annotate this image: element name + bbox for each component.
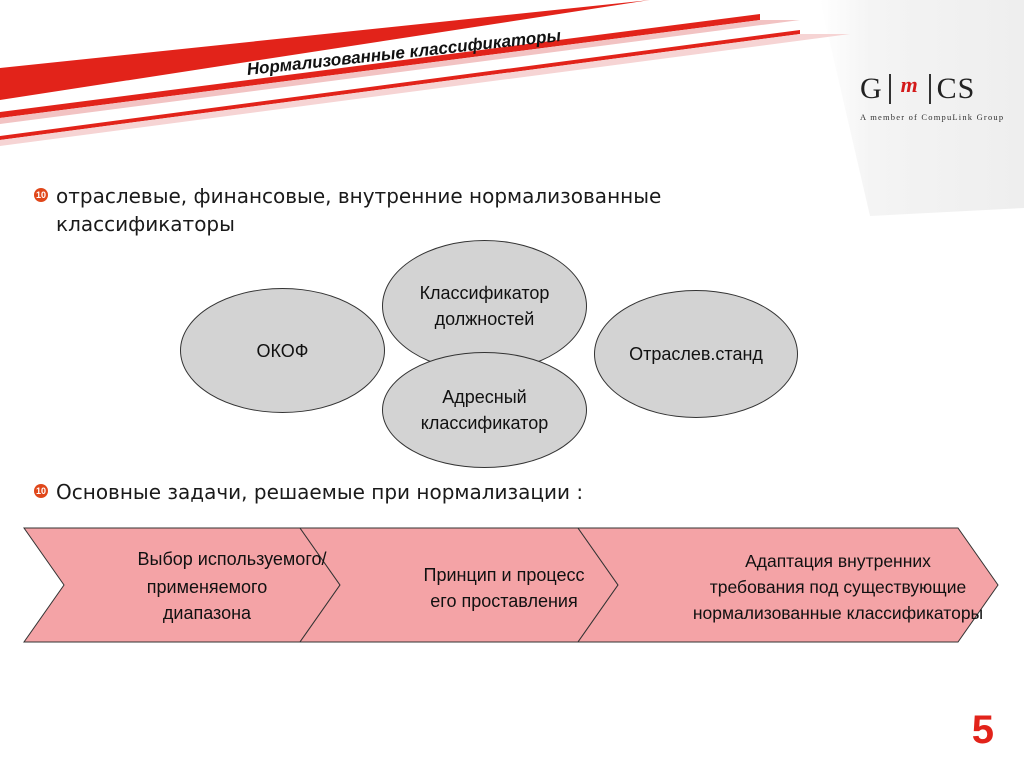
logo-box: m [888,72,931,104]
chevron-3-line-3: нормализованные классификаторы [692,603,984,623]
oval-1-line-1: Классификатор [419,283,550,303]
chevron-3-line-2: требования под существующие [709,577,967,597]
chevron-step-3 [577,527,999,643]
red-stripe-thin-1 [0,14,760,118]
bullet-icon: 10 [34,188,48,202]
red-stripe-thin-2 [0,30,800,140]
bullet-text-1: отраслевые, финансовые, внутренние норма… [56,182,661,238]
logo-wordmark: G m CS [860,72,1020,106]
logo-background [820,0,1024,216]
bullet-1-line-2: классификаторы [56,212,235,236]
gmcs-logo: G m CS A member of CompuLink Group [860,72,1020,122]
chevron-2-line-1: Принцип и процесс [423,565,585,585]
oval-4-line-1: Адресный [442,387,527,407]
logo-subtitle: A member of CompuLink Group [860,112,1005,122]
oval-address-classifier: Адресный классификатор [382,352,587,468]
oval-industry-standard: Отраслев.станд [594,290,798,418]
chevron-1-line-1: Выбор используемого/ [137,549,327,569]
chevron-1-label: Выбор используемого/ применяемого диапаз… [92,546,372,626]
chevron-2-line-2: его проставления [430,591,578,611]
page-number: 5 [971,708,994,752]
logo-letter-g: G [860,72,883,105]
bullet-text-2: Основные задачи, решаемые при нормализац… [56,478,583,506]
oval-3-label: Отраслев.станд [629,344,763,364]
logo-letter-m: m [900,72,919,97]
red-stripe-main [0,0,650,100]
chevron-3-label: Адаптация внутренних требования под суще… [652,548,1024,626]
chevron-1-line-2: применяемого [146,577,268,597]
oval-okof: ОКОФ [180,288,385,413]
chevron-3-line-1: Адаптация внутренних [745,551,931,571]
oval-4-line-2: классификатор [420,413,549,433]
bullet-2-line-1: Основные задачи, решаемые при нормализац… [56,480,584,504]
bullet-1-line-1: отраслевые, финансовые, внутренние норма… [56,184,662,208]
oval-1-line-2: должностей [434,309,535,329]
bullet-icon: 10 [34,484,48,498]
oval-2-label: ОКОФ [256,340,309,361]
red-stripe-fade-2 [0,34,850,146]
chevron-2-label: Принцип и процесс его проставления [394,562,614,614]
red-stripe-fade-1 [0,20,800,124]
oval-classifier-positions: Классификатор должностей [382,240,587,372]
chevron-1-line-3: диапазона [162,603,252,623]
logo-letters-cs: CS [936,72,976,105]
